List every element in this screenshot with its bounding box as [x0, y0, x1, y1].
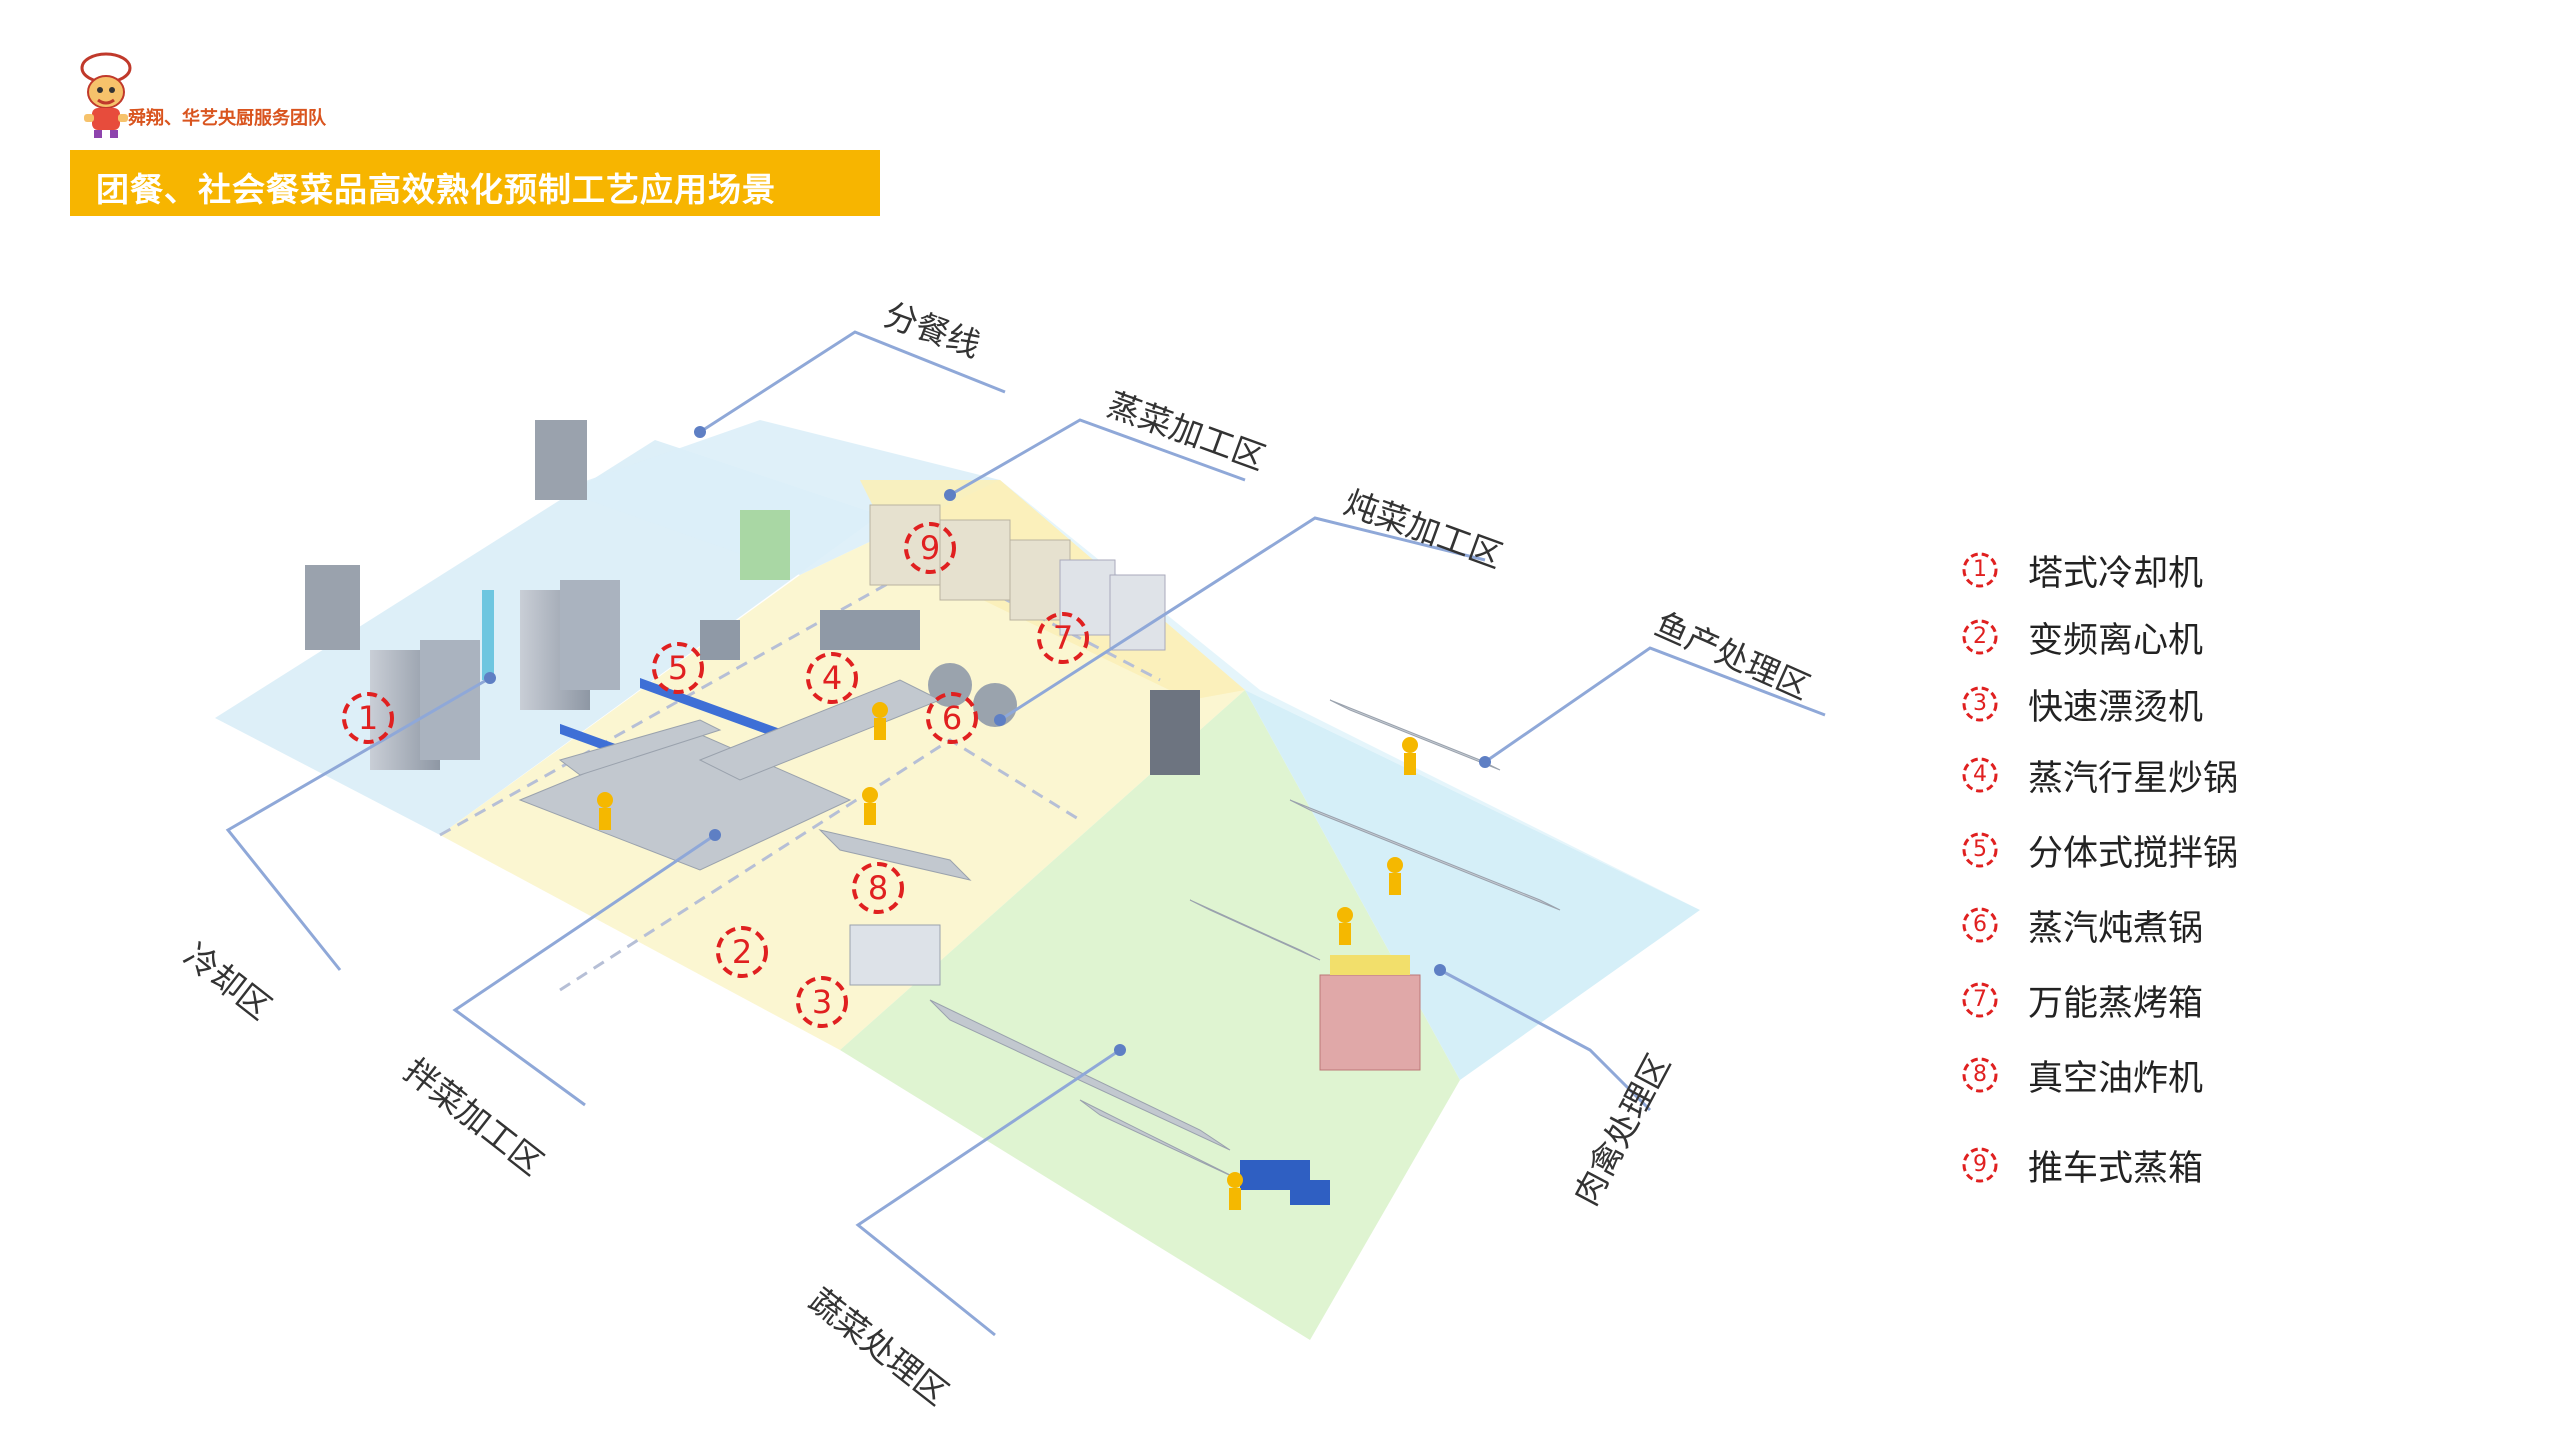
equipment-marker-label: 5	[668, 649, 688, 687]
banner-title: 团餐、社会餐菜品高效熟化预制工艺应用场景	[96, 170, 776, 209]
legend-marker-9: 9	[1960, 1145, 2000, 1185]
equipment-markers: 1 2 3 4 5 6 7 8 9	[342, 522, 1089, 1028]
legend-label: 塔式冷却机	[2028, 553, 2204, 594]
legend-item-4: 4 蒸汽行星炒锅	[1960, 750, 2238, 800]
blanching-machine	[849, 924, 941, 986]
equipment-marker-label: 4	[822, 659, 842, 697]
equipment-marker-label: 9	[920, 529, 940, 567]
cooking-equipment	[700, 610, 1017, 727]
legend-label: 快速漂烫机	[2028, 687, 2204, 728]
equipment-marker-label: 1	[358, 699, 378, 737]
legend-item-3: 3 快速漂烫机	[1960, 679, 2203, 729]
leader-serving	[699, 330, 1006, 434]
leader-meat	[1439, 968, 1652, 1112]
legend-marker-3: 3	[1960, 684, 2000, 724]
tower-cooling-machines	[370, 580, 620, 770]
leader-vegetable	[855, 1048, 1121, 1337]
equipment-marker-1: 1	[342, 692, 394, 744]
equipment-marker-5: 5	[652, 642, 704, 694]
equipment-marker-label: 8	[868, 869, 888, 907]
equipment-marker-8: 8	[852, 862, 904, 914]
equipment-marker-label: 6	[942, 699, 962, 737]
trolley-steam-boxes	[869, 504, 1200, 775]
fish-processing-tables	[1189, 699, 1561, 961]
legend-item-7: 7 万能蒸烤箱	[1960, 975, 2203, 1025]
legend-item-1: 1 塔式冷却机	[1960, 545, 2203, 595]
legend-label: 真空油炸机	[2028, 1058, 2204, 1099]
equipment-marker-2: 2	[716, 926, 768, 978]
zone-blue-floor	[1245, 690, 1700, 1080]
legend-label: 蒸汽炖煮锅	[2028, 908, 2204, 949]
equipment-marker-7: 7	[1037, 612, 1089, 664]
chef-mascot-logo	[70, 52, 142, 140]
legend-marker-8: 8	[1960, 1055, 2000, 1095]
equipment-marker-3: 3	[796, 976, 848, 1028]
legend-item-9: 9 推车式蒸箱	[1960, 1140, 2203, 1190]
legend-marker-7: 7	[1960, 980, 2000, 1020]
leader-cooling	[225, 676, 491, 971]
legend-marker-5: 5	[1960, 830, 2000, 870]
title-banner: 团餐、社会餐菜品高效熟化预制工艺应用场景	[70, 150, 880, 216]
equipment-marker-label: 7	[1053, 619, 1073, 657]
legend-marker-2: 2	[1960, 617, 2000, 657]
leader-stew	[999, 516, 1486, 722]
legend-marker-6: 6	[1960, 905, 2000, 945]
legend-label: 万能蒸烤箱	[2028, 983, 2204, 1024]
team-name: 舜翔、华艺央厨服务团队	[128, 108, 326, 129]
leader-steam	[949, 418, 1246, 497]
legend-label: 蒸汽行星炒锅	[2028, 758, 2239, 799]
legend-marker-1: 1	[1960, 550, 2000, 590]
leader-fish	[1484, 646, 1826, 764]
legend-label: 变频离心机	[2028, 620, 2204, 661]
legend-marker-4: 4	[1960, 755, 2000, 795]
zone-serving-floor	[560, 420, 1000, 575]
equipment-marker-label: 3	[812, 983, 832, 1021]
legend-label: 分体式搅拌锅	[2028, 833, 2239, 874]
legend-label: 推车式蒸箱	[2028, 1148, 2204, 1189]
legend-item-5: 5 分体式搅拌锅	[1960, 825, 2238, 875]
equipment-marker-6: 6	[926, 692, 978, 744]
leader-mixing	[452, 833, 716, 1107]
equipment-marker-4: 4	[806, 652, 858, 704]
equipment-marker-label: 2	[732, 933, 752, 971]
legend-item-6: 6 蒸汽炖煮锅	[1960, 900, 2203, 950]
legend-item-2: 2 变频离心机	[1960, 612, 2203, 662]
legend-item-8: 8 真空油炸机	[1960, 1050, 2203, 1100]
equipment-marker-9: 9	[904, 522, 956, 574]
